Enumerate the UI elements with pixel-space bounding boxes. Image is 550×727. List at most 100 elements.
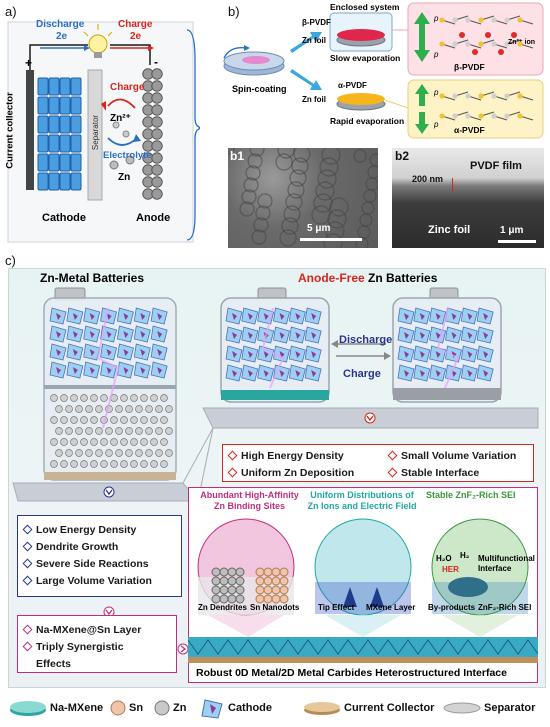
zn-sphere xyxy=(80,394,88,402)
rapid-evaporation-label: Rapid evaporation xyxy=(330,116,405,126)
dendrite-sphere xyxy=(227,594,237,604)
crystal-core xyxy=(263,370,269,377)
disadvantage-item: Severe Side Reactions xyxy=(22,555,175,572)
chain-atom xyxy=(504,93,510,99)
crystal-core xyxy=(295,370,301,377)
crystal-core xyxy=(311,313,317,320)
sn-nanodots-label: Sn Nanodots xyxy=(250,603,300,612)
anode-sphere xyxy=(151,128,163,140)
crystal-core xyxy=(157,313,163,320)
advantage-item: Uniform Zn Deposition xyxy=(227,464,389,481)
thickness-label: 200 nm xyxy=(412,174,444,184)
anode-free-red: Anode-Free xyxy=(298,271,365,285)
electrolyte-label: Electrolyte xyxy=(103,150,152,161)
crystal-core xyxy=(72,313,78,320)
crystal-core xyxy=(247,332,253,339)
cathode-block xyxy=(70,134,82,153)
charge-label-inner: Charge xyxy=(110,82,145,93)
strategy-item: Na-MXene@Sn Layer xyxy=(22,621,170,638)
wire-right xyxy=(110,44,151,65)
anode-label: Anode xyxy=(136,212,171,224)
slow-evaporation-device xyxy=(329,12,393,52)
sem-grain xyxy=(253,217,269,233)
zn-sphere xyxy=(125,405,133,413)
spin-coating-label: Spin-coating xyxy=(232,84,287,94)
chain-atom xyxy=(452,113,458,119)
zn-sphere xyxy=(135,427,143,435)
cathode-block xyxy=(59,77,71,96)
cathode-block xyxy=(37,134,49,153)
chain-atom xyxy=(439,93,445,99)
p-symbol-1: p xyxy=(434,14,439,23)
zn-sphere xyxy=(150,460,158,468)
cathode-block xyxy=(48,115,60,134)
chain-atom xyxy=(478,17,484,23)
chain-atom xyxy=(465,41,471,47)
zn-sphere xyxy=(70,394,78,402)
crystal-core xyxy=(483,313,489,320)
sem-grain xyxy=(249,148,265,157)
zn-sphere-icon xyxy=(154,700,170,716)
crystal-core xyxy=(232,332,237,339)
zn-sphere xyxy=(75,427,83,435)
dendrite-sphere xyxy=(235,567,245,577)
zn-sphere xyxy=(160,438,168,446)
legend-na-mxene: Na-MXene xyxy=(50,702,104,714)
anode-spheres xyxy=(142,68,163,200)
zn-sphere xyxy=(145,405,153,413)
p-symbol-3: p xyxy=(434,88,439,97)
zn-sphere xyxy=(105,427,113,435)
crystal-core xyxy=(279,351,285,358)
zn-sphere xyxy=(150,438,158,446)
zn-sphere xyxy=(135,405,143,413)
plus-sign: + xyxy=(25,56,33,70)
cathode-block xyxy=(59,115,71,134)
zn-sphere xyxy=(80,460,88,468)
crystal-core xyxy=(435,370,441,377)
scale-bar-b1 xyxy=(300,238,362,241)
crystal-core xyxy=(404,332,409,339)
crystal-core xyxy=(451,332,457,339)
panel-b1-tag: b1 xyxy=(230,149,245,163)
sem-grain xyxy=(279,229,297,247)
crystal-core xyxy=(106,349,112,356)
sem-grain xyxy=(243,177,259,193)
anode-sphere xyxy=(151,152,163,164)
h2o-label: H₂O xyxy=(436,554,452,563)
crystal-core xyxy=(140,367,146,374)
zn-sphere xyxy=(155,427,163,435)
zn-sphere xyxy=(140,416,148,424)
zn-sphere xyxy=(130,416,138,424)
chain-atom xyxy=(465,93,471,99)
minus-sign: - xyxy=(154,55,158,69)
zn-sphere xyxy=(115,427,123,435)
crystal-core xyxy=(140,331,146,338)
cathode-block xyxy=(37,77,49,96)
cathode-block xyxy=(70,172,82,191)
chain-atom xyxy=(478,93,484,99)
dendrite-sphere xyxy=(235,594,245,604)
arrow-to-rapid xyxy=(290,69,322,90)
sem-grain xyxy=(245,165,261,181)
mxene-layer-label: MXene Layer xyxy=(366,603,416,612)
cathode-block xyxy=(48,153,60,172)
zn-sphere xyxy=(165,427,173,435)
sem-texture xyxy=(228,148,378,248)
zn-sphere xyxy=(100,460,108,468)
chain-atom xyxy=(478,41,484,47)
chain-atom xyxy=(439,41,445,47)
her-label: HER xyxy=(442,565,459,574)
zn-sphere xyxy=(50,460,58,468)
legend-sn: Sn xyxy=(129,702,144,714)
discharge-charge-arrows xyxy=(331,340,391,360)
zn-sphere xyxy=(165,405,173,413)
thickness-marker xyxy=(452,178,453,192)
cathode-block xyxy=(59,96,71,115)
sem-grain xyxy=(251,229,267,245)
zn-sphere xyxy=(60,460,68,468)
cathode-block xyxy=(48,172,60,191)
sem-grain xyxy=(327,209,347,229)
zn-metal-battery xyxy=(43,287,177,481)
sem-grain xyxy=(323,233,343,248)
